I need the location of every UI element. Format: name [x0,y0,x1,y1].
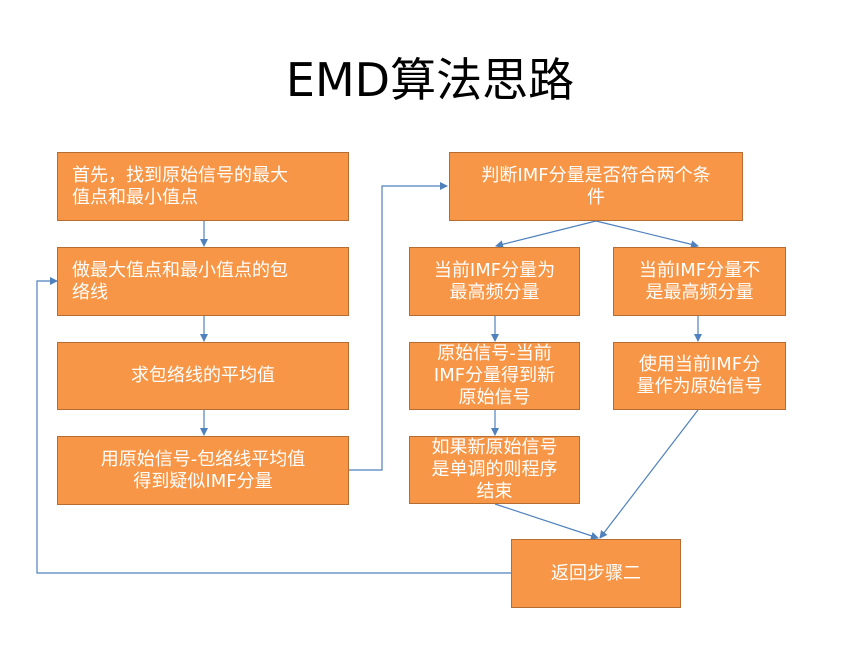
arrow-use-as-signal-to-return [599,409,699,539]
cond-no-box: 当前IMF分量不 是最高频分量 [613,247,786,316]
step2-box: 做最大值点和最小值点的包 络线 [57,247,349,316]
arrow-monotone-end-to-return [494,503,599,540]
monotone-end-box: 如果新原始信号 是单调的则程序 结束 [409,436,580,504]
use-as-signal-box: 使用当前IMF分 量作为原始信号 [613,342,786,410]
slide-title: EMD算法思路 [285,53,575,107]
arrow-judge-to-cond-no [595,220,699,249]
step3-box: 求包络线的平均值 [57,342,349,410]
arrow-step4-to-judge [349,182,448,471]
cond-yes-box: 当前IMF分量为 最高频分量 [409,247,580,316]
new-signal-box: 原始信号-当前 IMF分量得到新 原始信号 [409,342,580,410]
return-step2-box: 返回步骤二 [511,539,681,608]
arrow-judge-to-cond-yes [495,220,597,249]
step1-box: 首先，找到原始信号的最大 值点和最小值点 [57,152,349,221]
step4-box: 用原始信号-包络线平均值 得到疑似IMF分量 [57,436,349,505]
judge-box: 判断IMF分量是否符合两个条 件 [449,152,743,221]
arrow-return-to-step2 [36,277,511,574]
